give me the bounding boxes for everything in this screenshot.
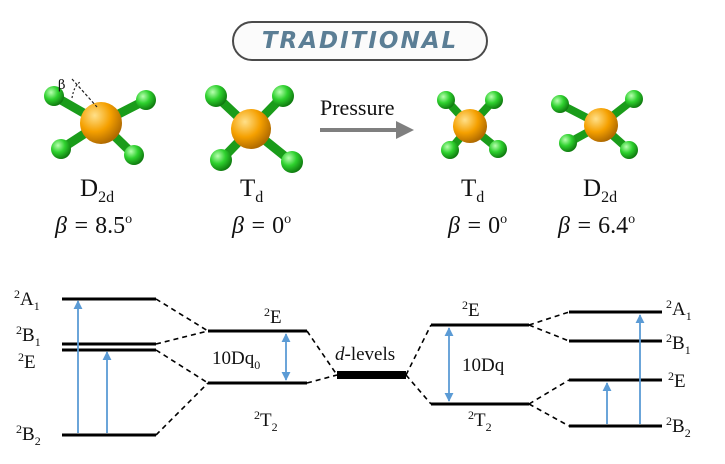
molecule-d2d-right (551, 90, 643, 159)
left-label-e: 2E (18, 350, 36, 373)
right-label-a1: 2A1 (666, 297, 692, 323)
mid-left-gap-label: 10Dq0 (212, 348, 260, 372)
transition-arrows (73, 300, 645, 433)
pressure-label: Pressure (320, 95, 395, 120)
left-levels (62, 297, 156, 437)
correlation-lines (155, 298, 570, 436)
molecule-td-left (205, 85, 303, 173)
left-label-b2: 2B2 (16, 422, 41, 448)
mid-left-label-t2: 2T2 (254, 408, 278, 434)
traditional-badge: TRADITIONAL (232, 21, 488, 61)
right-levels (569, 310, 662, 428)
symmetry-label-1: D2d (80, 175, 114, 206)
middle-right-levels (431, 323, 529, 406)
beta-value-2: β = 0o (231, 212, 291, 239)
mid-right-gap-label: 10Dq (462, 355, 505, 376)
beta-value-1: β = 8.5o (54, 212, 132, 239)
symmetry-label-2: Td (240, 175, 263, 206)
left-label-b1: 2B1 (16, 323, 41, 349)
molecule-td-right (437, 91, 507, 159)
middle-left-levels (208, 329, 307, 385)
badge-label: TRADITIONAL (261, 28, 459, 54)
beta-angle-mark: β (58, 78, 66, 93)
left-label-a1: 2A1 (14, 287, 40, 313)
right-label-e: 2E (668, 369, 686, 392)
mid-right-label-t2: 2T2 (468, 408, 492, 434)
mid-left-label-e: 2E (264, 305, 282, 328)
right-label-b2: 2B2 (666, 414, 691, 440)
mid-right-label-e: 2E (462, 298, 480, 321)
molecule-d2d-left: β (44, 78, 156, 165)
d-levels-label: d-levels (335, 344, 395, 365)
beta-value-4: β = 6.4o (557, 212, 635, 239)
beta-value-3: β = 0o (447, 212, 507, 239)
pressure-arrow: Pressure (320, 95, 414, 139)
symmetry-label-4: D2d (583, 175, 617, 206)
right-label-b1: 2B1 (666, 331, 691, 357)
symmetry-label-3: Td (461, 175, 484, 206)
